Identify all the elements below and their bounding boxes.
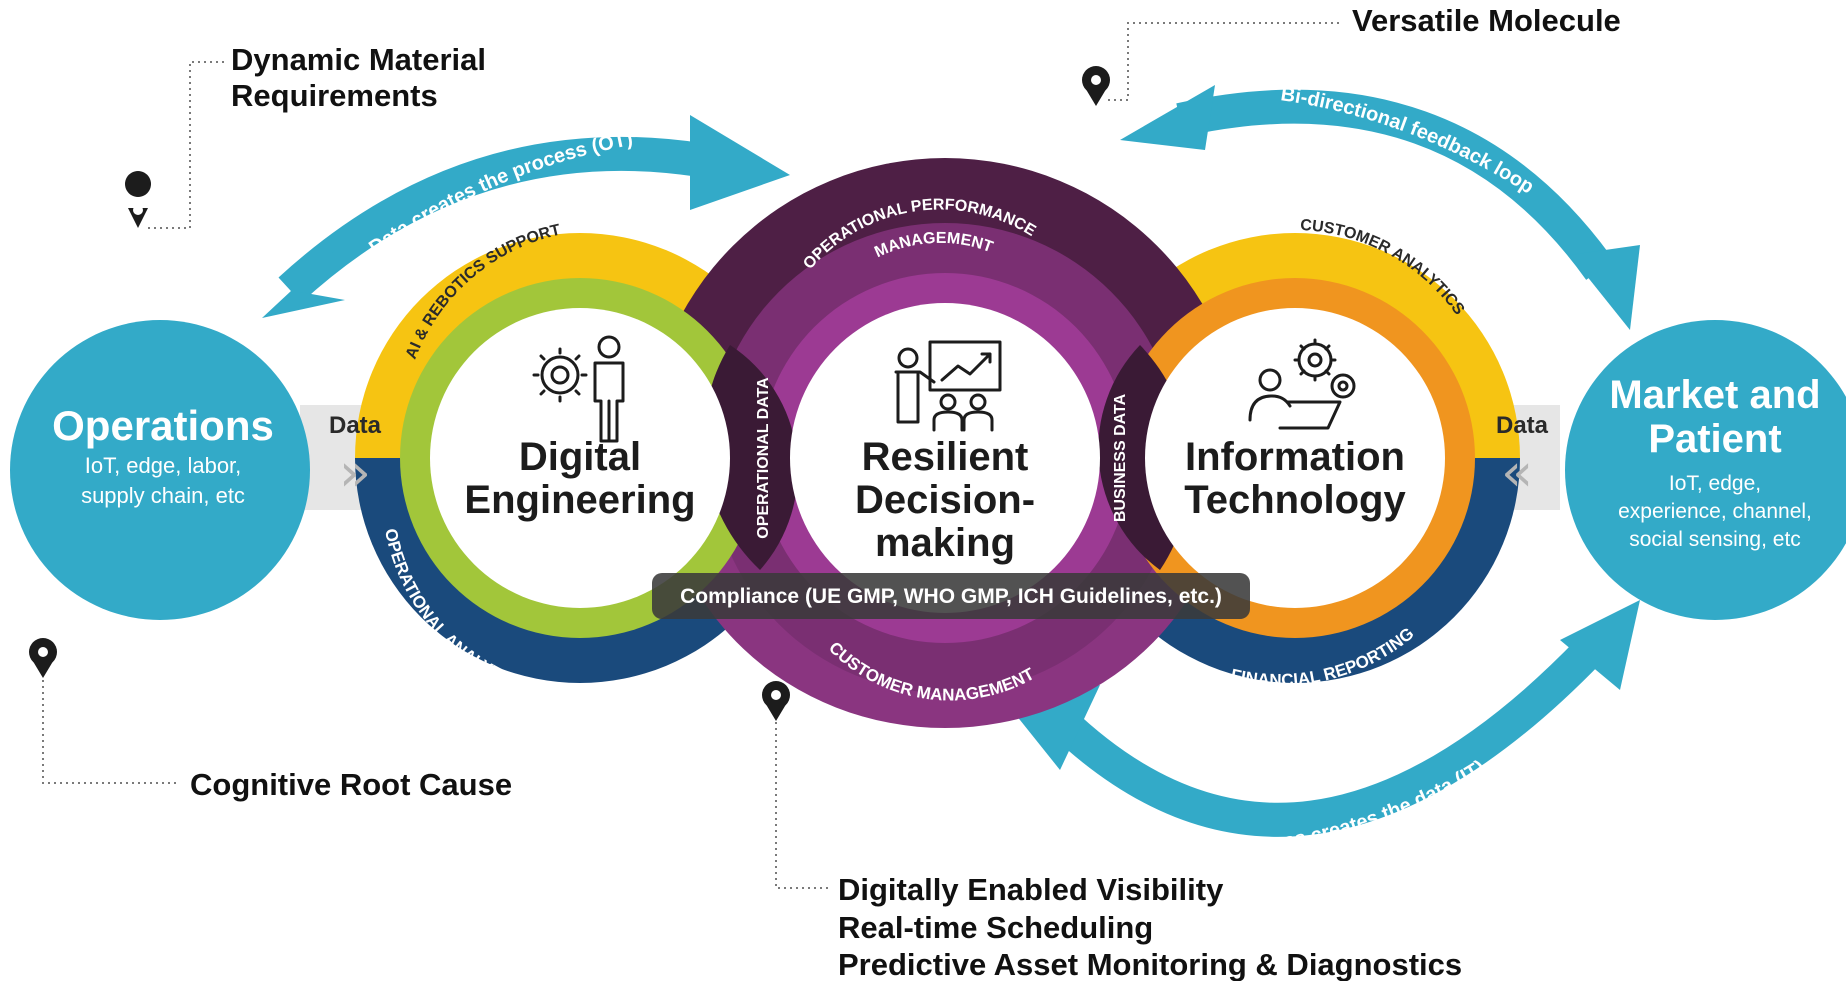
gear-person-icon: [532, 335, 625, 443]
versatile-label: Versatile Molecule: [1352, 3, 1621, 38]
location-pin-icon: [762, 681, 790, 721]
compliance-pill: [652, 573, 1250, 619]
digital-title-1: Digital: [519, 435, 641, 479]
center-disc: [790, 303, 1100, 613]
business-data-label: BUSINESS DATA: [1112, 393, 1129, 522]
leader-visibility: [775, 722, 828, 889]
arrow-bidirectional-feedback: [1120, 85, 1640, 330]
bottom-label-1: Digitally Enabled Visibility: [838, 872, 1224, 907]
market-title-1: Market and: [1609, 373, 1820, 417]
cognitive-label: Cognitive Root Cause: [190, 767, 512, 802]
compliance-label: Compliance (UE GMP, WHO GMP, ICH Guideli…: [680, 585, 1222, 608]
leader-cognitive: [42, 680, 178, 784]
market-sub-1: IoT, edge,: [1669, 472, 1761, 495]
center-title-2: Decision-: [855, 478, 1035, 522]
chevron-right-icon: »: [339, 443, 371, 503]
market-circle: [1565, 320, 1846, 620]
data-label-left: Data: [329, 412, 382, 439]
market-sub-2: experience, channel,: [1618, 500, 1812, 523]
center-title-3: making: [875, 521, 1015, 565]
operations-circle: [10, 320, 310, 620]
overlap-left: [703, 345, 798, 570]
digital-title-2: Engineering: [464, 478, 695, 522]
it-title-2: Technology: [1184, 478, 1406, 522]
right-disc: [1145, 308, 1445, 608]
operational-data-label: OPERATIONAL DATA: [755, 377, 772, 539]
gears-laptop-icon: [1248, 338, 1356, 430]
leader-dynamic: [148, 61, 228, 229]
dynamic-label-2: Requirements: [231, 78, 438, 113]
dynamic-label-1: Dynamic Material: [231, 42, 486, 77]
arrow-data-creates-process: [262, 115, 790, 318]
location-pin-icon: [1082, 66, 1110, 106]
left-disc: [430, 308, 730, 608]
data-label-right: Data: [1496, 412, 1549, 439]
it-title-1: Information: [1185, 435, 1405, 479]
center-title-1: Resilient: [862, 435, 1029, 479]
location-pin-icon: [125, 171, 152, 228]
operations-sub-1: IoT, edge, labor,: [85, 453, 242, 478]
bottom-label-3: Predictive Asset Monitoring & Diagnostic…: [838, 947, 1462, 981]
market-title-2: Patient: [1648, 417, 1781, 461]
presentation-icon: [894, 340, 1002, 432]
chevron-left-icon: «: [1501, 443, 1533, 503]
bottom-label-2: Real-time Scheduling: [838, 910, 1153, 945]
operations-sub-2: supply chain, etc: [81, 483, 245, 508]
operations-title: Operations: [52, 402, 274, 449]
market-sub-3: social sensing, etc: [1629, 528, 1801, 551]
location-pin-icon: [29, 638, 57, 678]
